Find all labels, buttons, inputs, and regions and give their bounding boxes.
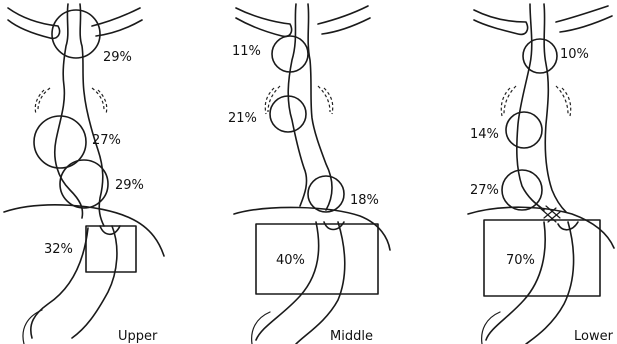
stomach-outline: [486, 222, 574, 344]
label-lower-1: 10%: [560, 47, 589, 62]
panel-middle: 11% 21% 18% 40% Middle: [228, 4, 390, 344]
label-middle-1: 11%: [232, 44, 261, 59]
label-lower-2: 14%: [470, 127, 499, 142]
label-middle-4: 40%: [276, 253, 305, 268]
dashed-indicator-left: [35, 88, 50, 114]
panel-upper: 29% 27% 29% 32% Upper: [4, 4, 164, 344]
label-upper-3: 29%: [115, 178, 144, 193]
dashed-indicator-right: [318, 86, 333, 114]
diaphragm-curve: [468, 207, 614, 248]
stomach-outline-inner: [252, 312, 270, 344]
right-clavicle: [556, 6, 612, 32]
cardia-notch: [324, 222, 344, 230]
esophagus-outline-right: [544, 4, 566, 212]
label-middle-2: 21%: [228, 111, 257, 126]
label-upper-2: 27%: [92, 133, 121, 148]
caption-lower: Lower: [574, 329, 614, 344]
cardia-notch: [100, 226, 120, 234]
esophagus-outline-right: [308, 4, 332, 210]
right-clavicle: [318, 6, 370, 34]
label-lower-3: 27%: [470, 183, 499, 198]
label-upper-1: 29%: [103, 50, 132, 65]
dashed-indicator-right: [556, 86, 571, 116]
diaphragm-curve: [234, 207, 390, 250]
region-circle-3: [502, 170, 542, 210]
label-lower-4: 70%: [506, 253, 535, 268]
gastric-region-rect: [86, 226, 136, 272]
region-circle-3: [60, 160, 108, 208]
left-clavicle: [236, 8, 292, 36]
dashed-indicator-right: [92, 88, 107, 114]
dashed-indicator-left: [501, 86, 516, 116]
left-clavicle: [474, 10, 528, 34]
label-upper-4: 32%: [44, 242, 73, 257]
label-middle-3: 18%: [350, 193, 379, 208]
stomach-outline: [256, 222, 345, 344]
caption-upper: Upper: [118, 329, 158, 344]
gastric-region-rect: [484, 220, 600, 296]
stomach-outline-inner: [23, 310, 42, 344]
region-circle-3: [308, 176, 344, 212]
panel-lower: 10% 14% 27% 70% Lower: [468, 4, 614, 344]
region-circle-1: [523, 39, 557, 73]
stomach-outline-inner: [482, 312, 500, 344]
region-circle-2: [506, 112, 542, 148]
caption-middle: Middle: [330, 329, 373, 344]
